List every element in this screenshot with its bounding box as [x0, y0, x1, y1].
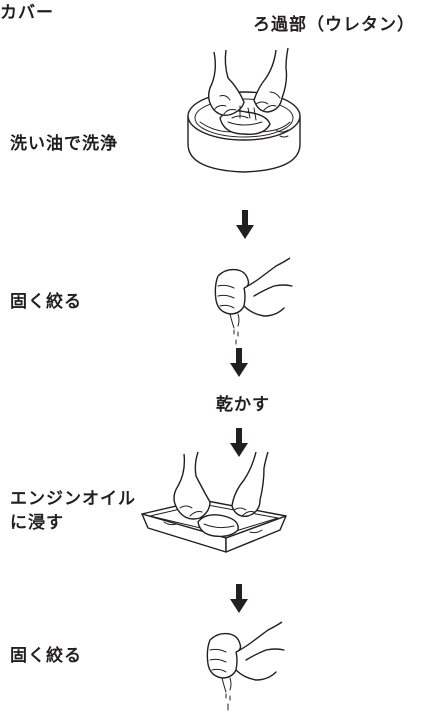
arrow-down-icon: [230, 348, 248, 377]
arrow-down-icon: [230, 584, 248, 613]
oil-tray-illustration: [141, 451, 287, 553]
arrow-down-icon: [230, 428, 248, 457]
squeeze-hand-illustration-2: [206, 621, 285, 711]
squeeze-label-2: 固く絞る: [10, 646, 82, 666]
cover-label: カバー: [0, 3, 54, 23]
squeeze-label-1: 固く絞る: [10, 292, 82, 312]
soak-engine-oil-label-line2: に浸す: [10, 513, 64, 533]
squeeze-hand-illustration-1: [214, 257, 293, 345]
dry-label: 乾かす: [216, 395, 270, 415]
filter-part-label: ろ過部（ウレタン）: [253, 15, 415, 35]
arrow-down-icon: [236, 210, 254, 239]
soak-engine-oil-label-line1: エンジンオイル: [10, 489, 136, 509]
wash-basin-illustration: [187, 47, 301, 173]
wash-in-oil-label: 洗い油で洗浄: [10, 134, 118, 154]
